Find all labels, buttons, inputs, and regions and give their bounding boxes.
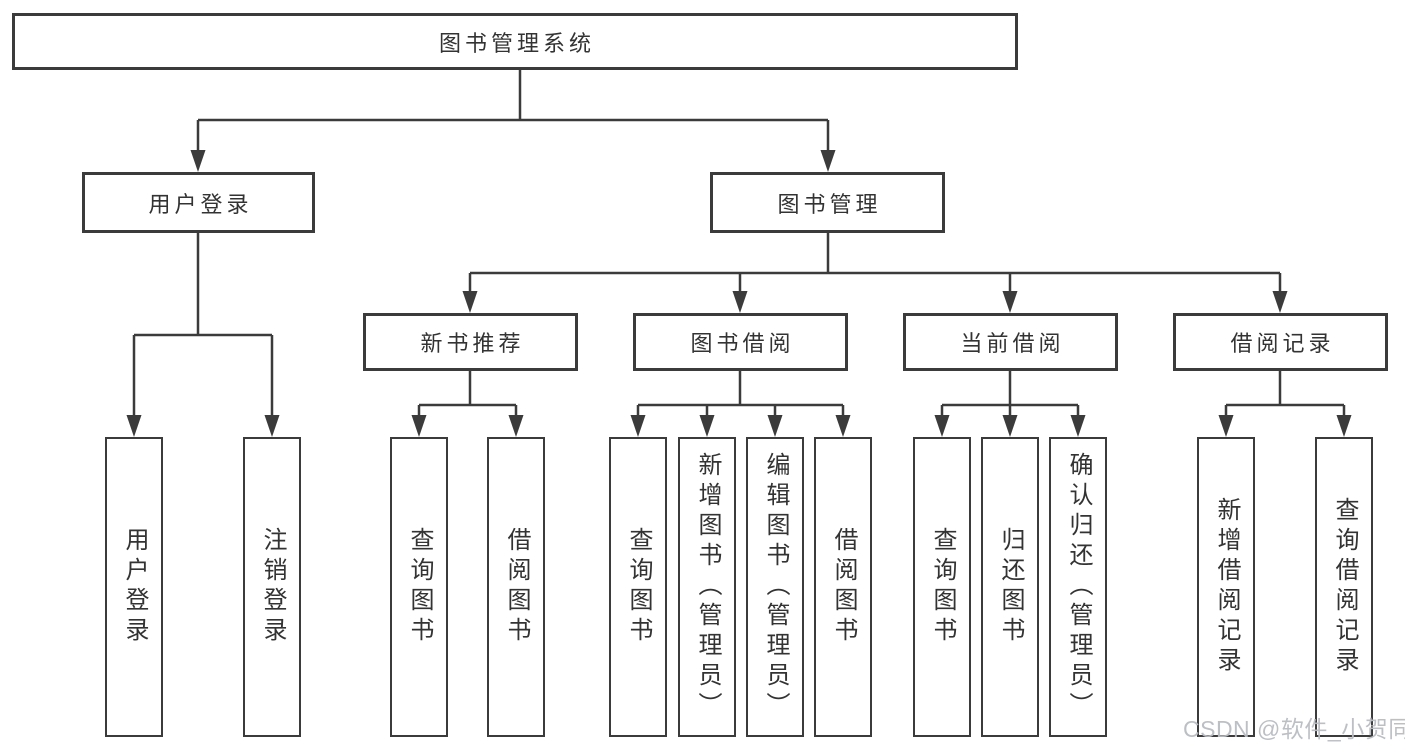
csdn-watermark: CSDN @软件_小贺同学	[1183, 716, 1405, 742]
node-new-book-recommend: 新书推荐	[363, 313, 578, 371]
node-user-login-branch: 用户登录	[82, 172, 315, 233]
node-leaf-borrow-book-2: 借阅图书	[814, 437, 872, 737]
node-leaf-logout: 注销登录	[243, 437, 301, 737]
node-leaf-confirm-return-admin: 确认归还（管理员）	[1049, 437, 1107, 737]
arrowheads	[126, 150, 1352, 437]
node-leaf-query-borrow-record: 查询借阅记录	[1315, 437, 1373, 737]
node-leaf-borrow-book-1: 借阅图书	[487, 437, 545, 737]
node-leaf-edit-book-admin: 编辑图书（管理员）	[746, 437, 804, 737]
node-borrowing-records: 借阅记录	[1173, 313, 1388, 371]
node-current-borrowing: 当前借阅	[903, 313, 1118, 371]
node-leaf-query-book-3: 查询图书	[913, 437, 971, 737]
node-root-system: 图书管理系统	[12, 13, 1018, 70]
node-leaf-user-login: 用户登录	[105, 437, 163, 737]
node-leaf-add-book-admin: 新增图书（管理员）	[678, 437, 736, 737]
node-leaf-return-book: 归还图书	[981, 437, 1039, 737]
node-book-management-branch: 图书管理	[710, 172, 945, 233]
node-leaf-query-book-2: 查询图书	[609, 437, 667, 737]
node-leaf-query-book-1: 查询图书	[390, 437, 448, 737]
node-book-borrowing: 图书借阅	[633, 313, 848, 371]
node-leaf-add-borrow-record: 新增借阅记录	[1197, 437, 1255, 737]
